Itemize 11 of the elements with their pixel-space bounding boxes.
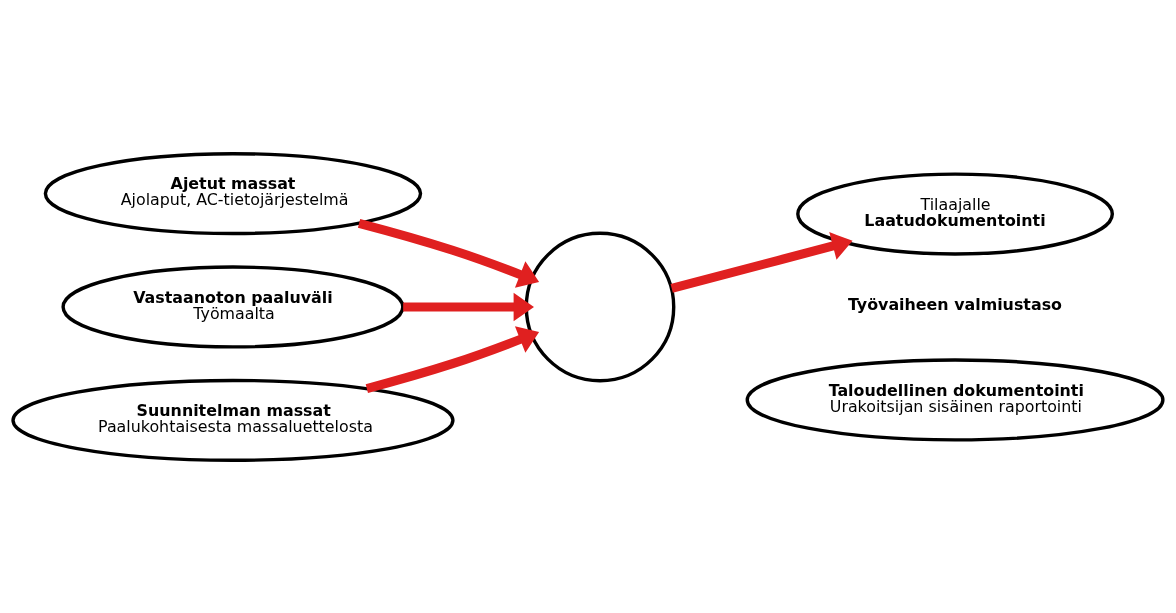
arrow xyxy=(365,325,540,393)
arrow xyxy=(670,231,853,293)
label: Työvaiheen valmiustaso xyxy=(847,294,1062,314)
arrow xyxy=(403,292,534,321)
node-circle xyxy=(524,231,676,382)
arrow xyxy=(357,218,540,288)
node-ellipse: Taloudellinen dokumentointi Urakoitsijan sisäinen raportointi xyxy=(745,357,1165,442)
node-ellipse: Suunnitelman massat Paalukohtaisesta massaluettelosta xyxy=(11,378,455,462)
node-ellipse: Vastaanoton paaluväli Työmaalta xyxy=(61,264,405,349)
node-ellipse: Tilaajalle Laatudokumentointi xyxy=(796,171,1114,256)
node-ellipse: Ajetut massat Ajolaput, AC-tietojärjestelmä xyxy=(43,151,423,235)
